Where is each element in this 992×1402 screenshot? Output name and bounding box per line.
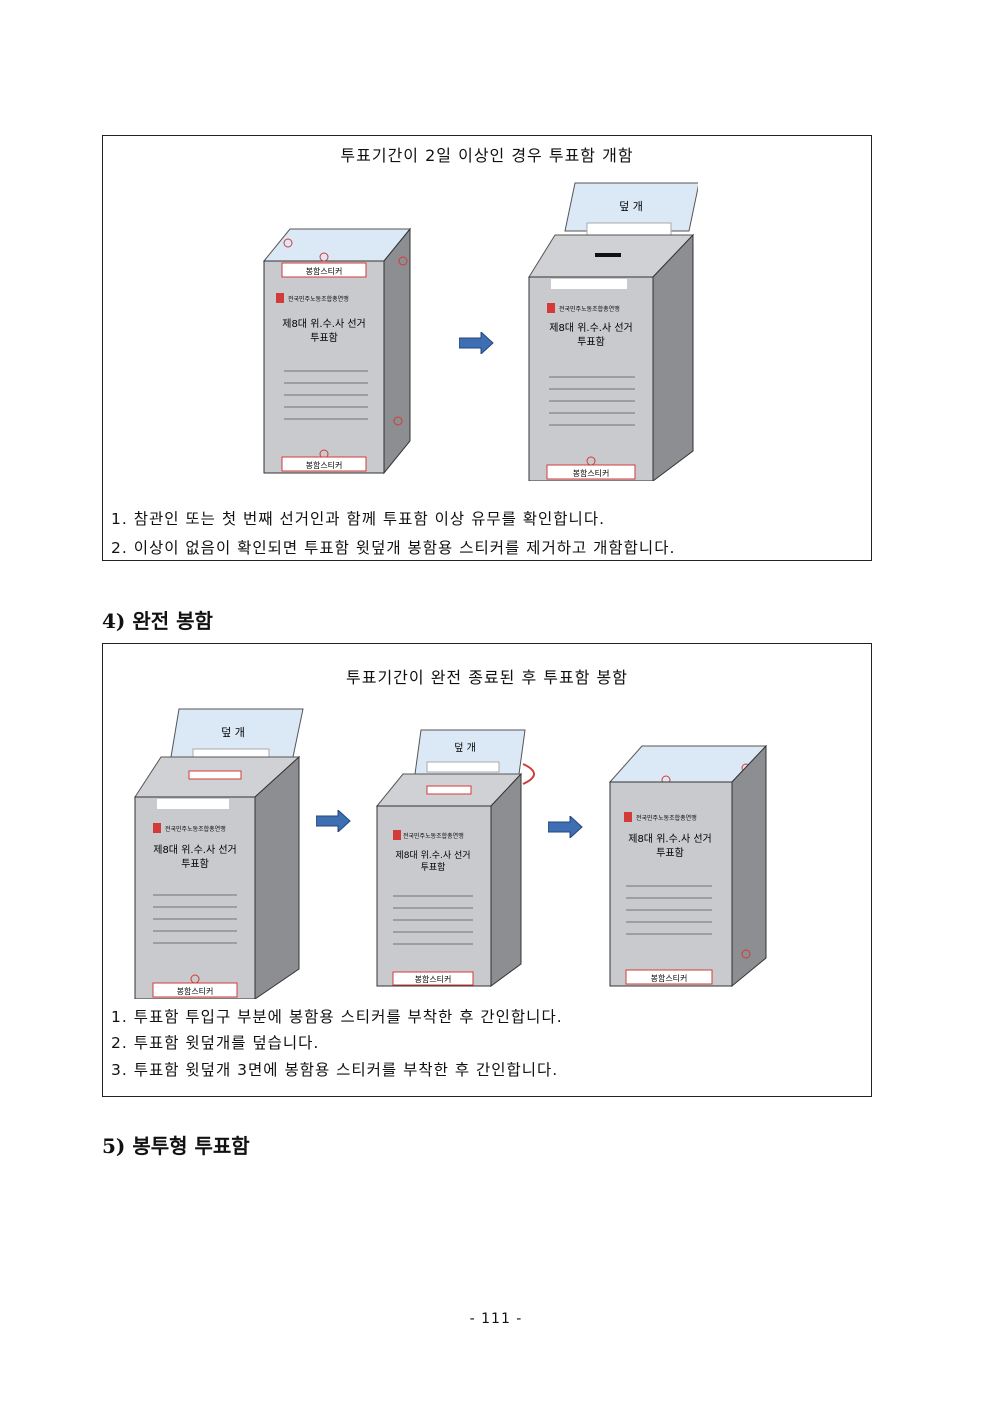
panel-open-box: 투표기간이 2일 이상인 경우 투표함 개함 봉함스티커 전국민주노동조합총연맹… — [102, 135, 872, 561]
open-ballot-box-figure: 덮 개 전국민주노동조합총연맹 제8대 위.수.사 선거 투표함 봉함스티커 — [131, 707, 306, 999]
svg-text:투표함: 투표함 — [421, 862, 446, 873]
open-ballot-box-figure: 덮 개 전국민주노동조합총연맹 제8대 위.수.사 선거 투표함 봉함스티커 — [523, 181, 698, 481]
arrow-icon — [548, 816, 584, 838]
section-heading-5: 5) 봉투형 투표함 — [102, 1130, 250, 1159]
sealed-ballot-box-figure: 봉함스티커 전국민주노동조합총연맹 제8대 위.수.사 선거 투표함 봉함스티커 — [606, 744, 771, 989]
svg-text:제8대 위.수.사 선거: 제8대 위.수.사 선거 — [395, 850, 470, 861]
arrow-icon — [316, 810, 352, 832]
closed-ballot-box-figure: 봉함스티커 전국민주노동조합총연맹 제8대 위.수.사 선거 투표함 봉함스티커 — [258, 221, 428, 481]
step-1: 1. 투표함 투입구 부분에 봉함용 스티커를 부착한 후 간인합니다. — [111, 1005, 563, 1027]
box-title-line2: 투표함 — [310, 332, 338, 344]
svg-text:봉함스티커: 봉함스티커 — [573, 469, 610, 478]
svg-text:제8대 위.수.사 선거: 제8대 위.수.사 선거 — [549, 321, 632, 334]
org-label: 전국민주노동조합총연맹 — [288, 295, 349, 303]
arrow-icon — [459, 332, 495, 354]
svg-text:투표함: 투표함 — [656, 847, 684, 859]
page-number: - 111 - — [0, 1311, 992, 1327]
svg-text:투표함: 투표함 — [577, 336, 605, 348]
svg-text:덮 개: 덮 개 — [454, 742, 476, 754]
svg-text:전국민주노동조합총연맹: 전국민주노동조합총연맹 — [403, 832, 464, 840]
step-2: 2. 투표함 윗덮개를 덮습니다. — [111, 1031, 319, 1053]
svg-text:덮 개: 덮 개 — [221, 726, 245, 739]
svg-text:전국민주노동조합총연맹: 전국민주노동조합총연맹 — [165, 825, 226, 833]
svg-text:전국민주노동조합총연맹: 전국민주노동조합총연맹 — [559, 305, 620, 313]
step-3: 3. 투표함 윗덮개 3면에 봉함용 스티커를 부착한 후 간인합니다. — [111, 1058, 558, 1080]
section-heading-4: 4) 완전 봉함 — [102, 605, 213, 634]
box-title-line1: 제8대 위.수.사 선거 — [282, 317, 365, 330]
svg-text:제8대 위.수.사 선거: 제8대 위.수.사 선거 — [153, 843, 236, 856]
svg-text:제8대 위.수.사 선거: 제8대 위.수.사 선거 — [628, 832, 711, 845]
lid-label: 덮 개 — [619, 200, 643, 213]
closing-ballot-box-figure: 덮 개 전국민주노동조합총연맹 제8대 위.수.사 선거 투표함 봉함스티커 — [373, 724, 548, 989]
svg-text:전국민주노동조합총연맹: 전국민주노동조합총연맹 — [636, 814, 697, 822]
svg-text:투표함: 투표함 — [181, 858, 209, 870]
svg-text:봉함스티커: 봉함스티커 — [177, 987, 214, 996]
svg-text:봉함스티커: 봉함스티커 — [306, 461, 343, 470]
step-2: 2. 이상이 없음이 확인되면 투표함 윗덮개 봉함용 스티커를 제거하고 개함… — [111, 536, 675, 558]
seal-sticker-label: 봉함스티커 — [306, 267, 343, 276]
svg-text:봉함스티커: 봉함스티커 — [415, 975, 452, 984]
svg-text:봉함스티커: 봉함스티커 — [651, 974, 688, 983]
panel-title: 투표기간이 완전 종료된 후 투표함 봉함 — [103, 664, 871, 688]
panel-title: 투표기간이 2일 이상인 경우 투표함 개함 — [103, 142, 871, 166]
step-1: 1. 참관인 또는 첫 번째 선거인과 함께 투표함 이상 유무를 확인합니다. — [111, 507, 605, 529]
panel-seal-box: 투표기간이 완전 종료된 후 투표함 봉함 덮 개 전국민주노동조합총연맹 제8… — [102, 643, 872, 1097]
